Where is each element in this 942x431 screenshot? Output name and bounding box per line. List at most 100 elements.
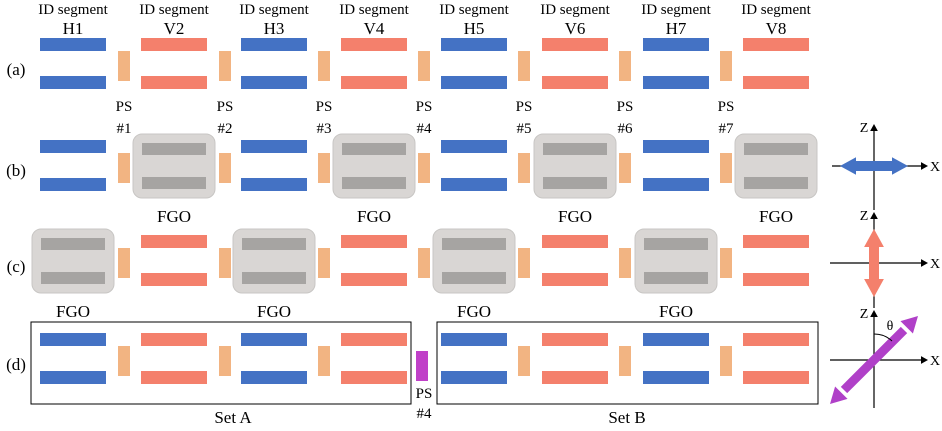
z-axis-arrowhead [870, 310, 878, 317]
phase-shifter [118, 51, 130, 81]
vertical-segment-bottom [141, 371, 207, 384]
phase-shifter-highlighted [416, 351, 428, 381]
horizontal-segment-bottom [643, 371, 709, 384]
segment-name-label: V2 [164, 19, 185, 38]
ps-label: PS [718, 99, 735, 115]
polarization-arrowhead-right [892, 157, 908, 175]
phase-shifter [619, 248, 631, 278]
polarization-arrow-body [869, 247, 879, 279]
segment-name-label: H1 [63, 19, 84, 38]
fgo-label: FGO [56, 302, 90, 321]
ps-number-label: #3 [317, 121, 332, 137]
fgo-bar-bottom [142, 177, 206, 189]
phase-shifter [418, 153, 430, 183]
row-label: (a) [7, 60, 26, 79]
fgo-bar-top [644, 238, 708, 250]
phase-shifter [619, 51, 631, 81]
ps4-label: PS [416, 386, 433, 402]
polarization-arrowhead-upper [900, 316, 918, 334]
segment-prefix-label: ID segment [38, 2, 108, 18]
fgo-label: FGO [558, 207, 592, 226]
fgo-label: FGO [659, 302, 693, 321]
vertical-segment-bottom [542, 273, 608, 286]
fgo-bar-top [442, 238, 506, 250]
vertical-segment-top [141, 38, 207, 51]
vertical-segment-bottom [341, 273, 407, 286]
vertical-segment-top [743, 333, 809, 346]
horizontal-segment-bottom [241, 178, 307, 191]
z-axis-label: Z [860, 307, 869, 322]
ps-number-label: #6 [618, 121, 634, 137]
horizontal-segment-top [441, 333, 507, 346]
horizontal-segment-top [241, 140, 307, 153]
phase-shifter [720, 153, 732, 183]
phase-shifter [619, 153, 631, 183]
polarization-arrowhead-lower [830, 386, 848, 404]
segment-name-label: H3 [264, 19, 285, 38]
set-b-label: Set B [608, 408, 645, 427]
phase-shifter [720, 51, 732, 81]
horizontal-segment-bottom [441, 76, 507, 89]
horizontal-segment-bottom [643, 178, 709, 191]
ps-label: PS [316, 99, 333, 115]
vertical-segment-bottom [141, 273, 207, 286]
segment-prefix-label: ID segment [741, 2, 811, 18]
horizontal-segment-bottom [40, 76, 106, 89]
fgo-bar-top [342, 143, 406, 155]
fgo-bar-bottom [242, 272, 306, 284]
fgo-bar-top [543, 143, 607, 155]
ps-number-label: #2 [218, 121, 233, 137]
segment-prefix-label: ID segment [139, 2, 209, 18]
fgo-label: FGO [157, 207, 191, 226]
horizontal-segment-bottom [241, 371, 307, 384]
ps-number-label: #7 [719, 121, 735, 137]
ps4-number-label: #4 [417, 406, 433, 422]
horizontal-segment-top [40, 38, 106, 51]
row-label: (d) [6, 355, 26, 374]
horizontal-segment-top [643, 333, 709, 346]
horizontal-segment-top [441, 140, 507, 153]
polarization-arrowhead-up [864, 229, 884, 247]
set-a-label: Set A [214, 408, 252, 427]
fgo-bar-top [41, 238, 105, 250]
polarization-arrow-body [840, 326, 908, 394]
row-label: (b) [6, 161, 26, 180]
theta-label: θ [887, 319, 894, 334]
segment-prefix-label: ID segment [339, 2, 409, 18]
x-axis-label: X [930, 354, 940, 369]
horizontal-segment-top [40, 140, 106, 153]
horizontal-segment-bottom [643, 76, 709, 89]
segment-name-label: H7 [666, 19, 687, 38]
vertical-segment-bottom [341, 371, 407, 384]
fgo-label: FGO [357, 207, 391, 226]
vertical-segment-bottom [542, 371, 608, 384]
fgo-bar-bottom [342, 177, 406, 189]
horizontal-segment-top [241, 38, 307, 51]
phase-shifter [219, 153, 231, 183]
segment-name-label: V4 [364, 19, 385, 38]
theta-arc [873, 333, 893, 342]
horizontal-segment-top [643, 140, 709, 153]
polarization-arrow-body [854, 161, 894, 171]
fgo-label: FGO [257, 302, 291, 321]
segment-name-label: H5 [464, 19, 485, 38]
phase-shifter [518, 346, 530, 376]
vertical-segment-top [542, 333, 608, 346]
phase-shifter [118, 346, 130, 376]
x-axis-arrowhead [921, 259, 928, 267]
fgo-bar-bottom [442, 272, 506, 284]
fgo-bar-top [242, 238, 306, 250]
horizontal-segment-top [441, 38, 507, 51]
horizontal-segment-top [40, 333, 106, 346]
vertical-segment-top [141, 235, 207, 248]
ps-number-label: #5 [517, 121, 532, 137]
phase-shifter [418, 51, 430, 81]
phase-shifter [318, 153, 330, 183]
segment-prefix-label: ID segment [439, 2, 509, 18]
vertical-segment-top [743, 235, 809, 248]
vertical-segment-bottom [542, 76, 608, 89]
fgo-label: FGO [457, 302, 491, 321]
vertical-segment-top [341, 38, 407, 51]
segment-prefix-label: ID segment [641, 2, 711, 18]
